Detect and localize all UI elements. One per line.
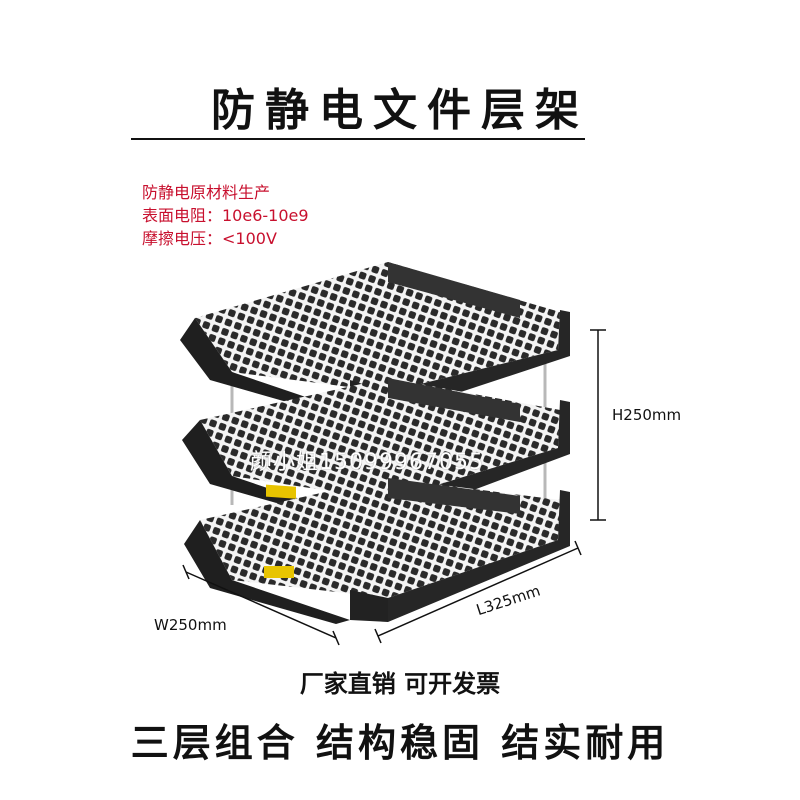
title-underline (131, 138, 585, 140)
dimension-height-label: H250mm (612, 406, 682, 424)
factory-direct-line: 厂家直销 可开发票 (299, 670, 501, 698)
spec-line-material: 防静电原材料生产 (142, 183, 271, 202)
feature-slogan: 三层组合 结构稳固 结实耐用 (130, 720, 670, 765)
length-dimension-line (374, 540, 582, 644)
height-dimension-line (590, 329, 606, 521)
width-dimension-line (182, 564, 340, 646)
spec-line-voltage: 摩擦电压：<100V (142, 229, 277, 248)
tray-tier-bottom (184, 478, 570, 624)
contact-watermark: 颜小姐15099967055 (250, 450, 484, 475)
page-title: 防静电文件层架 (211, 85, 589, 136)
spec-line-resistance: 表面电阻：10e6-10e9 (142, 206, 309, 225)
dimension-width-label: W250mm (154, 616, 227, 634)
spec-list: 防静电原材料生产 表面电阻：10e6-10e9 摩擦电压：<100V (142, 181, 309, 250)
